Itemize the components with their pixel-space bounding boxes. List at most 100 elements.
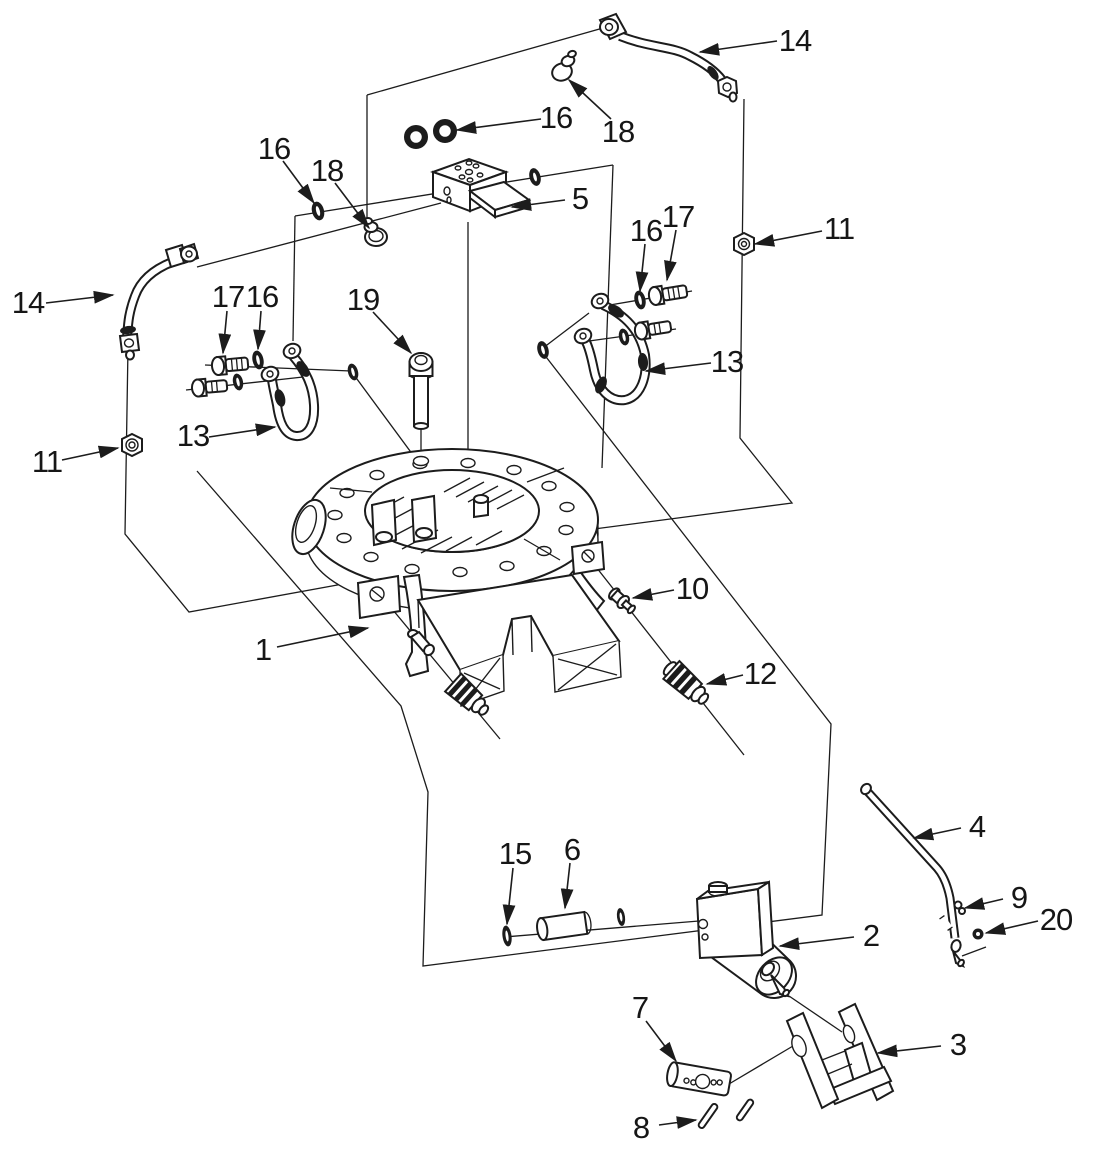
callout-label-2-21: 2 (863, 918, 879, 953)
callout-leader-18-4 (334, 182, 370, 230)
callout-label-8-27: 8 (633, 1110, 649, 1145)
pin-7 (666, 1061, 732, 1097)
hose-14-top (598, 12, 739, 103)
bolt-17-right-b (633, 320, 673, 341)
oring-16-left-b (232, 373, 244, 391)
callout-leader-4-22 (912, 827, 962, 841)
callout-label-16-12: 16 (246, 279, 278, 314)
callout-label-14-0: 14 (779, 23, 812, 58)
bracket-walls (417, 599, 622, 707)
callout-leader-16-2 (455, 118, 542, 134)
callout-label-1-16: 1 (255, 632, 271, 667)
callout-label-14-10: 14 (12, 285, 45, 320)
hose-14-left (118, 242, 200, 361)
fitting-10 (608, 587, 636, 615)
callout-leader-14-10 (45, 290, 115, 304)
callout-leader-17-8 (664, 229, 677, 282)
callout-leader-18-1 (567, 78, 612, 120)
callout-label-17-8: 17 (662, 199, 694, 234)
oring-16-block-right (529, 168, 541, 186)
oring-16-left-top (311, 201, 325, 221)
fitting-18-top (551, 49, 577, 82)
callout-label-11-6: 11 (824, 211, 854, 246)
callout-leader-1-16 (276, 625, 370, 648)
fitting-12 (661, 659, 710, 705)
callout-leader-9-23 (963, 897, 1004, 910)
nut-11-right (733, 231, 755, 257)
oring-15 (502, 925, 512, 947)
callout-leader-17-11 (218, 310, 232, 355)
callout-label-18-1: 18 (602, 114, 634, 149)
oring-16-right-c (537, 341, 549, 359)
oring-16-right-a (634, 290, 646, 310)
clevis-bracket (785, 1002, 895, 1110)
callout-leader-19-13 (372, 311, 413, 355)
callout-leader-20-24 (984, 920, 1039, 935)
hose-13-left (260, 342, 320, 441)
callout-label-16-2: 16 (540, 100, 572, 135)
callout-leader-8-27 (658, 1116, 698, 1129)
bolt-17-right-a (647, 284, 689, 307)
callout-label-15-19: 15 (499, 836, 531, 871)
callout-label-5-5: 5 (572, 181, 588, 216)
callout-label-7-26: 7 (632, 990, 648, 1025)
bolt-17-left-a (210, 355, 250, 377)
callout-label-9-23: 9 (1011, 880, 1027, 915)
fitting-9 (953, 900, 966, 915)
callout-leader-13-9 (644, 362, 712, 376)
callout-leader-16-12 (253, 310, 266, 351)
callout-label-18-4: 18 (311, 153, 343, 188)
callout-leader-16-7 (635, 243, 649, 293)
oring-16-top-b (404, 125, 428, 149)
oring-20 (972, 928, 984, 940)
callout-label-17-11: 17 (212, 279, 244, 314)
hydraulic-cylinder (695, 880, 798, 1000)
callout-leader-14-0 (698, 40, 778, 56)
pins-8 (697, 1098, 755, 1130)
oring-6-small (616, 908, 626, 926)
callout-leader-7-26 (645, 1020, 677, 1063)
callout-leader-2-21 (778, 936, 855, 951)
callout-leader-11-15 (61, 445, 120, 461)
callout-label-10-17: 10 (676, 571, 709, 606)
callout-label-3-25: 3 (950, 1027, 966, 1062)
callout-leader-5-5 (510, 198, 566, 211)
callout-leader-11-6 (753, 230, 823, 247)
control-rod (860, 782, 966, 968)
ring-tick-marks (329, 467, 565, 561)
slewing-ring (291, 448, 599, 612)
callout-label-12-18: 12 (744, 656, 776, 691)
callout-leader-16-3 (282, 160, 315, 205)
bolt-17-left-b (190, 377, 229, 398)
callout-label-13-9: 13 (711, 344, 743, 379)
grease-nipple (407, 629, 435, 657)
callout-leader-6-20 (560, 862, 574, 910)
ring-inner-posts (370, 494, 489, 547)
callout-leader-10-17 (631, 588, 675, 601)
oring-16-top-a (433, 119, 457, 143)
callout-leader-12-18 (705, 673, 744, 686)
fitting-18-left (363, 217, 388, 247)
callout-label-19-13: 19 (347, 282, 379, 317)
valve-block-ports (443, 160, 484, 204)
support-bracket (356, 540, 622, 716)
nut-11-left (121, 432, 143, 458)
bolt-19 (408, 352, 434, 467)
callout-leader-13-14 (208, 423, 277, 438)
ring-trunnion (291, 498, 327, 556)
callout-leader-15-19 (502, 867, 516, 926)
valve-block (430, 157, 532, 220)
callout-label-11-15: 11 (32, 444, 62, 479)
callout-label-4-22: 4 (969, 809, 986, 844)
hose-13-right (573, 292, 651, 406)
oring-16-left-a (252, 350, 264, 370)
callout-label-16-3: 16 (258, 131, 290, 166)
callout-label-13-14: 13 (177, 418, 209, 453)
callout-label-6-20: 6 (564, 832, 580, 867)
callout-label-16-7: 16 (630, 213, 662, 248)
grease-fitting-installed (443, 672, 490, 716)
oring-16-left-c (347, 363, 359, 381)
bushing-6 (536, 910, 592, 942)
